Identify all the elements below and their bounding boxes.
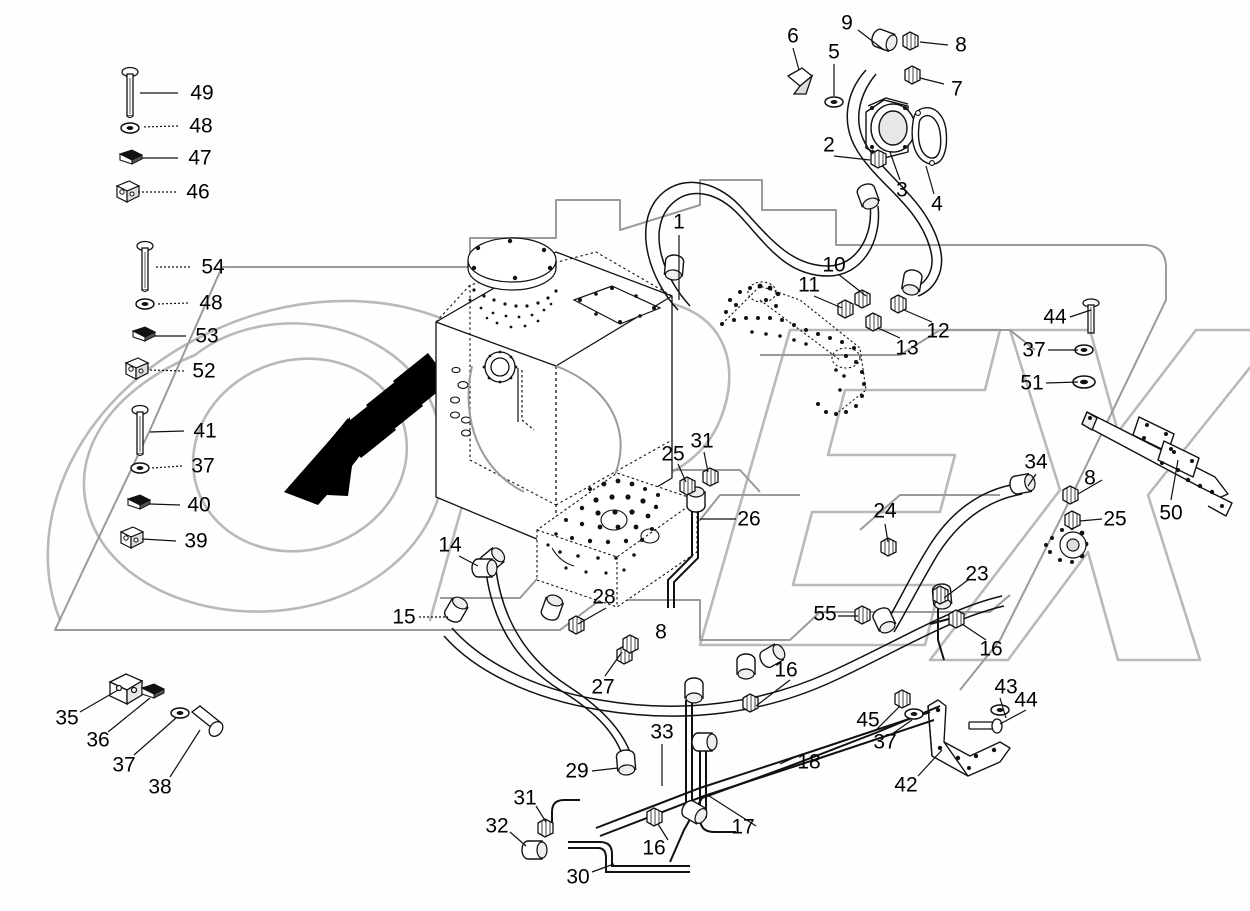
callout-5: 5 bbox=[828, 40, 840, 64]
callout-43: 43 bbox=[994, 675, 1018, 699]
callout-26: 26 bbox=[737, 507, 761, 531]
callout-27: 27 bbox=[591, 675, 615, 699]
callout-50: 50 bbox=[1159, 501, 1183, 525]
callout-35: 35 bbox=[55, 706, 79, 730]
callout-38: 38 bbox=[148, 775, 172, 799]
support-bracket-42 bbox=[927, 699, 1011, 777]
callout-4: 4 bbox=[931, 192, 943, 216]
callout-16: 16 bbox=[642, 836, 666, 860]
callout-48: 48 bbox=[199, 291, 223, 315]
callout-31: 31 bbox=[690, 429, 714, 453]
callout-8: 8 bbox=[655, 620, 667, 644]
callout-48: 48 bbox=[189, 114, 213, 138]
callout-36: 36 bbox=[86, 728, 110, 752]
hardware-left-column bbox=[116, 66, 156, 549]
callout-33: 33 bbox=[650, 720, 674, 744]
loose-fittings bbox=[471, 31, 1081, 860]
hardware-lower-left bbox=[108, 673, 224, 737]
callout-18: 18 bbox=[797, 750, 821, 774]
callout-8: 8 bbox=[1084, 466, 1096, 490]
callout-2: 2 bbox=[823, 133, 835, 157]
callout-37: 37 bbox=[112, 753, 136, 777]
callout-47: 47 bbox=[188, 146, 212, 170]
leader-lines bbox=[79, 29, 1179, 873]
callout-7: 7 bbox=[951, 77, 963, 101]
callout-16: 16 bbox=[979, 637, 1003, 661]
callout-41: 41 bbox=[193, 419, 217, 443]
hydraulic-reservoir bbox=[435, 237, 673, 548]
callout-37: 37 bbox=[873, 730, 897, 754]
callout-11: 11 bbox=[798, 273, 820, 297]
callout-42: 42 bbox=[894, 773, 918, 797]
mounting-rail-50 bbox=[1081, 411, 1233, 517]
callout-55: 55 bbox=[813, 602, 837, 626]
callout-31: 31 bbox=[513, 786, 537, 810]
auxiliary-valve bbox=[1044, 526, 1089, 564]
callout-30: 30 bbox=[566, 865, 590, 889]
callout-40: 40 bbox=[187, 493, 211, 517]
callout-45: 45 bbox=[856, 708, 880, 732]
callout-44: 44 bbox=[1043, 305, 1067, 329]
callout-3: 3 bbox=[896, 178, 908, 202]
hardware-right-column bbox=[1072, 298, 1100, 389]
callout-6: 6 bbox=[787, 24, 799, 48]
callout-53: 53 bbox=[195, 324, 219, 348]
callout-8: 8 bbox=[955, 33, 967, 57]
callout-13: 13 bbox=[895, 336, 919, 360]
callout-29: 29 bbox=[565, 759, 589, 783]
callout-15: 15 bbox=[392, 605, 416, 629]
callout-24: 24 bbox=[873, 499, 897, 523]
callout-28: 28 bbox=[592, 585, 616, 609]
hydraulic-pump bbox=[865, 97, 948, 166]
callout-17: 17 bbox=[731, 815, 755, 839]
manifold-block bbox=[720, 281, 867, 416]
callout-39: 39 bbox=[184, 529, 208, 553]
callout-1: 1 bbox=[673, 210, 685, 234]
callout-37: 37 bbox=[191, 454, 215, 478]
callout-49: 49 bbox=[190, 81, 214, 105]
callout-16: 16 bbox=[774, 658, 798, 682]
callout-9: 9 bbox=[841, 11, 853, 35]
callout-25: 25 bbox=[1103, 507, 1127, 531]
callout-25: 25 bbox=[661, 442, 685, 466]
callout-10: 10 bbox=[822, 253, 846, 277]
callout-37: 37 bbox=[1022, 338, 1046, 362]
callout-54: 54 bbox=[201, 255, 225, 279]
control-valve-block bbox=[536, 472, 698, 608]
callout-44: 44 bbox=[1014, 688, 1038, 712]
callout-32: 32 bbox=[485, 814, 509, 838]
callout-51: 51 bbox=[1020, 371, 1044, 395]
callout-52: 52 bbox=[192, 359, 216, 383]
callout-34: 34 bbox=[1024, 450, 1048, 474]
callout-23: 23 bbox=[965, 562, 989, 586]
callout-46: 46 bbox=[186, 180, 210, 204]
callout-14: 14 bbox=[438, 533, 462, 557]
callout-12: 12 bbox=[926, 319, 950, 343]
